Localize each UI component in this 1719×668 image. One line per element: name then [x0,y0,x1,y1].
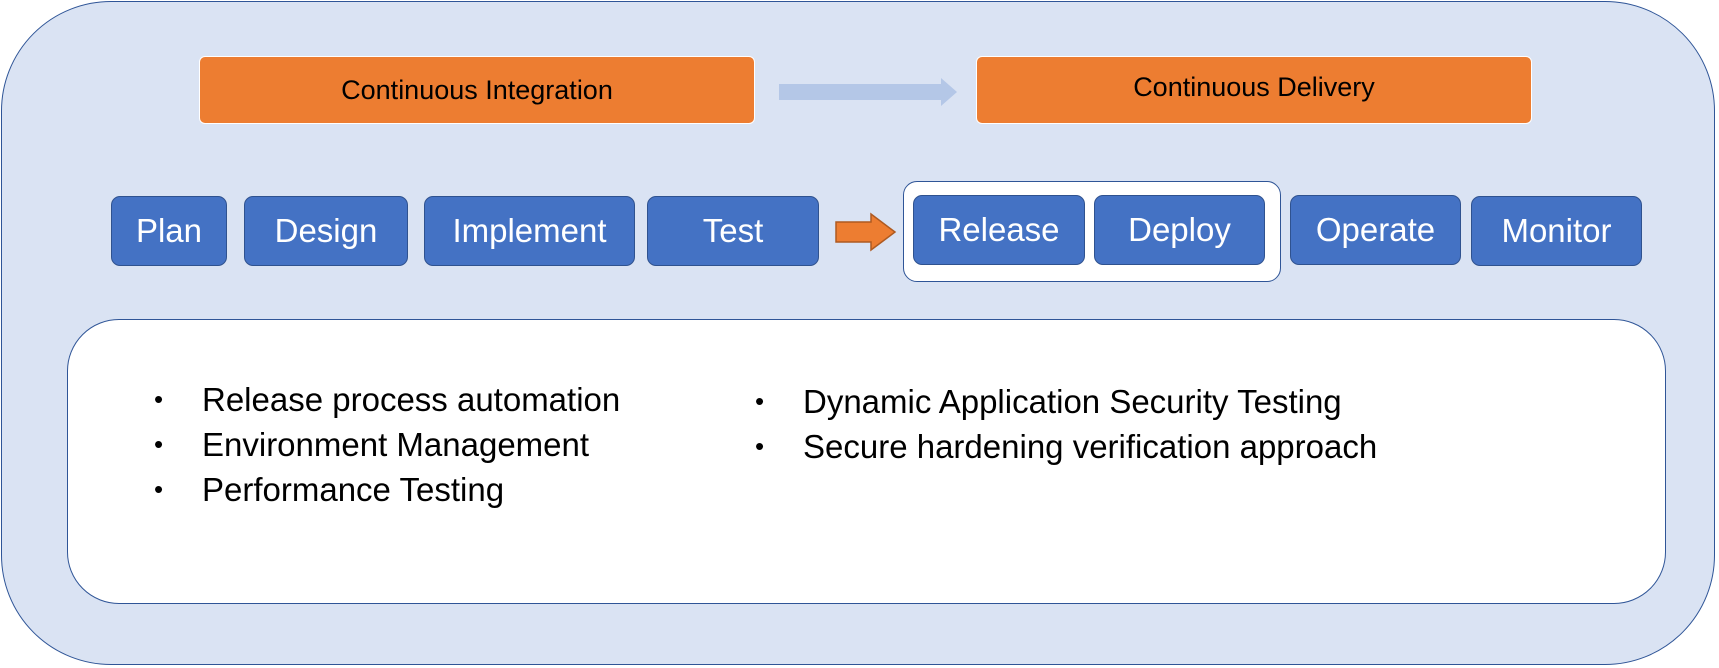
step-plan-label: Plan [135,212,203,249]
step-implement: Implement [424,196,635,266]
step-monitor: Monitor [1471,196,1642,266]
bullet-item: Secure hardening verification approach [755,424,1377,469]
continuous-delivery-label: Continuous Delivery [1133,71,1375,102]
left-bullet-list: Release process automation Environment M… [154,377,620,512]
bullet-item: Dynamic Application Security Testing [755,379,1377,424]
step-operate: Operate [1290,195,1461,265]
bullet-item: Performance Testing [154,467,620,512]
ci-to-cd-arrow-icon [835,212,897,252]
right-bullet-list: Dynamic Application Security Testing Sec… [755,379,1377,469]
step-plan: Plan [111,196,227,266]
step-test-label: Test [702,212,764,249]
step-design: Design [244,196,408,266]
step-operate-label: Operate [1315,211,1436,248]
bullet-item: Release process automation [154,377,620,422]
step-release-label: Release [938,211,1060,248]
bullet-item: Environment Management [154,422,620,467]
step-deploy-label: Deploy [1128,211,1231,248]
step-deploy: Deploy [1094,195,1265,265]
continuous-integration-label: Continuous Integration [341,74,613,105]
step-design-label: Design [274,212,378,249]
step-implement-label: Implement [452,212,607,249]
step-release: Release [913,195,1085,265]
step-monitor-label: Monitor [1501,212,1612,249]
continuous-delivery-phase: Continuous Delivery [976,56,1532,124]
continuous-integration-phase: Continuous Integration [199,56,755,124]
step-test: Test [647,196,819,266]
phase-arrow-icon [779,78,957,106]
